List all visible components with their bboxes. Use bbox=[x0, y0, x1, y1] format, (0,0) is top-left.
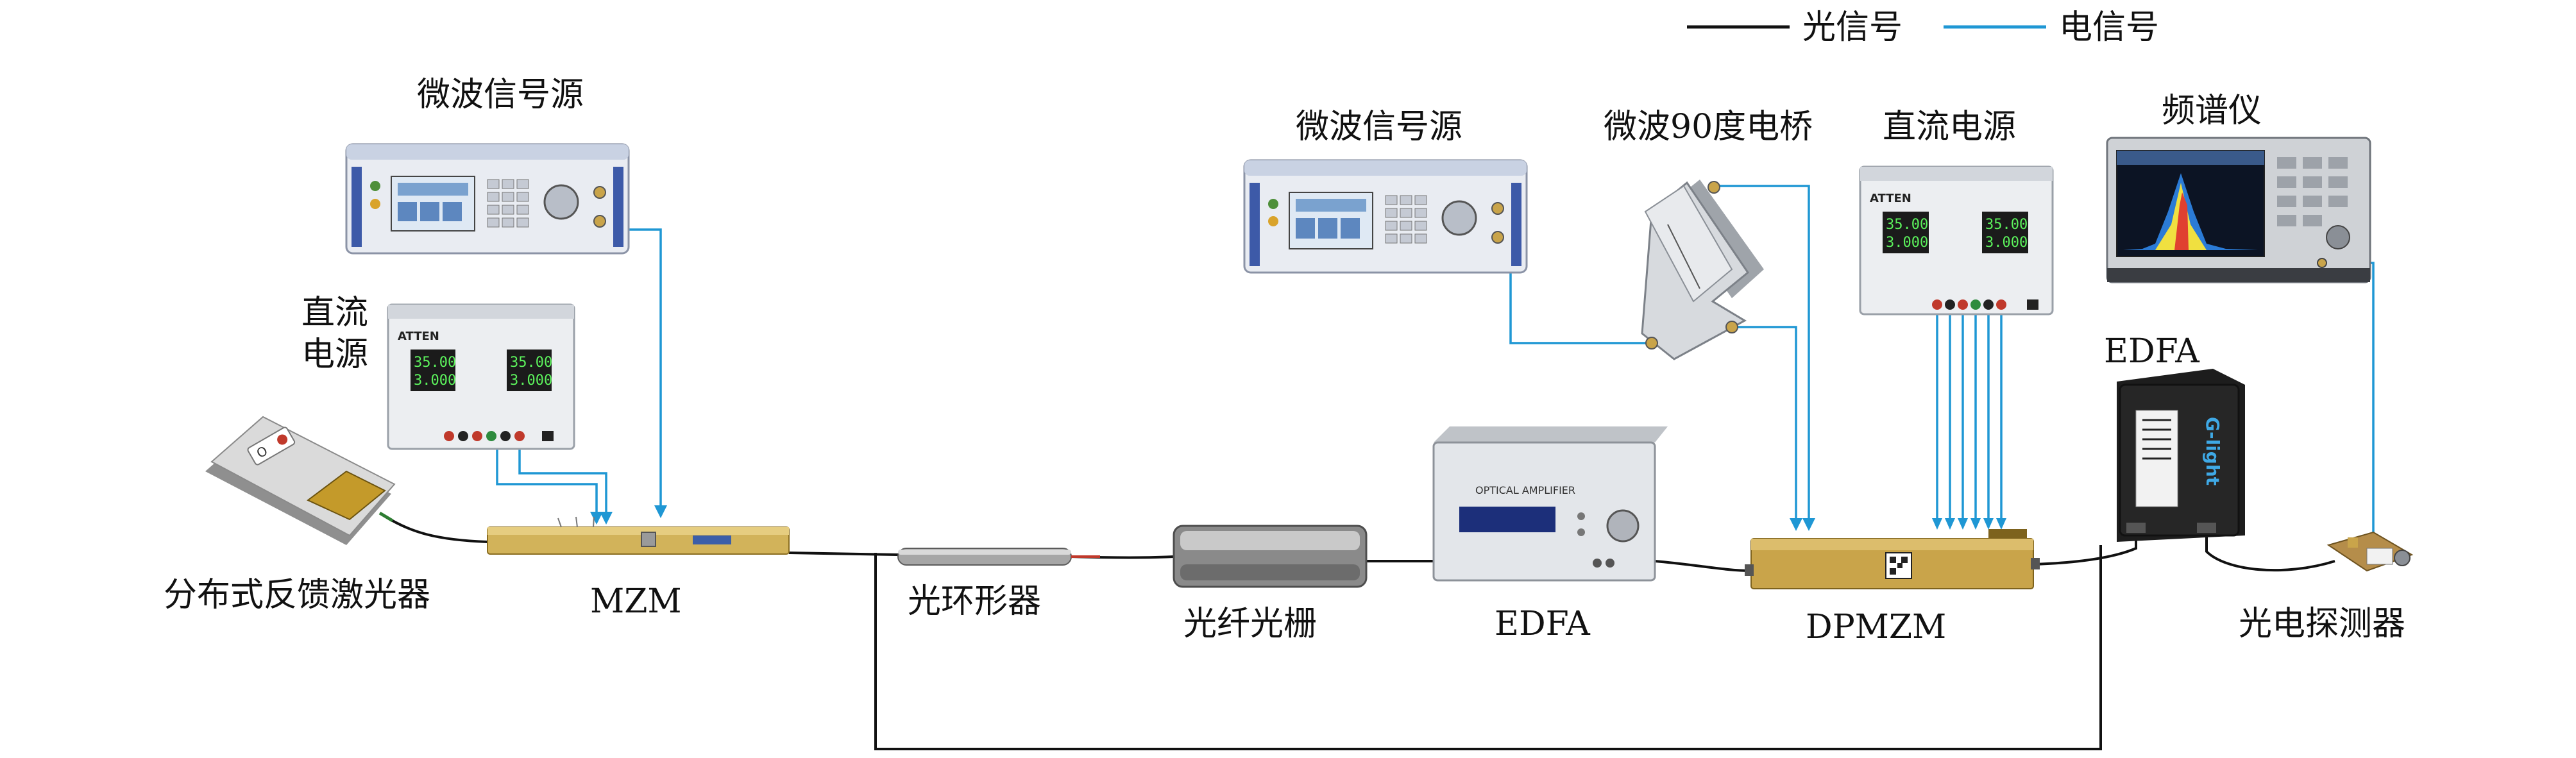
dc-left-reading-i2: 3.000 bbox=[510, 373, 552, 389]
mzm-label: MZM bbox=[590, 582, 682, 621]
dc-right-reading-v2: 35.00 bbox=[1985, 217, 2028, 233]
optical-circulator: 光环形器 bbox=[897, 548, 1100, 621]
edfa-center-label: EDFA bbox=[1495, 605, 1591, 643]
laser-label: 分布式反馈激光器 bbox=[164, 576, 430, 614]
dc-left-brand: ATTEN bbox=[398, 330, 439, 343]
arrow-dpmzm-dc-5 bbox=[1983, 518, 1994, 530]
optical-loopback bbox=[874, 545, 2102, 750]
dpmzm-label: DPMZM bbox=[1806, 608, 1946, 646]
elec-hybrid-to-dpmzm-b bbox=[1732, 326, 1797, 519]
dfb-laser: O 分布式反馈激光器 bbox=[164, 416, 430, 614]
arrow-dpmzm-dc-6 bbox=[1996, 518, 2006, 530]
legend-optical-label: 光信号 bbox=[1802, 8, 1902, 47]
circulator-label: 光环形器 bbox=[908, 582, 1041, 621]
dc-supply-left: 直流 电源 ATTEN 35.00 3.000 35.00 3.000 bbox=[301, 294, 575, 450]
dfb-laser-logo: O bbox=[247, 426, 296, 466]
dc-right-terminals bbox=[1932, 299, 2038, 310]
dc-right-reading-i2: 3.000 bbox=[1985, 235, 2028, 251]
edfa-right-label: EDFA bbox=[2104, 332, 2200, 371]
elec-source-to-mzm bbox=[619, 228, 662, 507]
dc-left-reading-v1: 35.00 bbox=[414, 355, 456, 371]
dc-supply-left-label-2: 电源 bbox=[301, 335, 368, 374]
keypad-left bbox=[487, 179, 529, 228]
arrow-dpmzm-rf-b bbox=[1790, 518, 1802, 531]
elec-detector-to-analyzer bbox=[2322, 262, 2375, 552]
elec-dc-to-mzm-a bbox=[496, 449, 598, 513]
arrow-dpmzm-dc-4 bbox=[1970, 518, 1981, 530]
edfa-right: EDFA G-light bbox=[2104, 332, 2245, 542]
arrow-dpmzm-dc-1 bbox=[1932, 518, 1942, 530]
dc-supply-left-label-1: 直流 bbox=[301, 294, 368, 332]
microwave-source-left: 微波信号源 bbox=[345, 76, 630, 255]
mzm: MZM bbox=[487, 516, 790, 621]
analyzer-label: 频谱仪 bbox=[2162, 92, 2262, 130]
arrow-mzm-dc-a bbox=[590, 512, 603, 525]
photodetector-label: 光电探测器 bbox=[2239, 605, 2405, 643]
microwave-source-right: 微波信号源 bbox=[1243, 108, 1528, 274]
dc-left-terminals bbox=[444, 431, 554, 441]
arrowheads bbox=[590, 505, 2006, 531]
dc-supply-right: 直流电源 ATTEN 35.00 3.000 35.00 3.000 bbox=[1859, 108, 2054, 316]
edfa-center: OPTICAL AMPLIFIER EDFA bbox=[1432, 426, 1668, 643]
optical-edfa-to-dpmzm bbox=[1654, 560, 1752, 572]
fiber-grating: 光纤光栅 bbox=[1173, 525, 1368, 643]
analyzer-keys bbox=[2277, 157, 2348, 226]
elec-source-to-hybrid bbox=[1509, 260, 1652, 344]
optical-dpmzm-to-edfa bbox=[2033, 532, 2137, 566]
legend: 光信号 电信号 bbox=[1687, 8, 2159, 47]
dc-right-reading-v1: 35.00 bbox=[1886, 217, 1928, 233]
arrow-dpmzm-dc-2 bbox=[1945, 518, 1955, 530]
dc-supply-right-label: 直流电源 bbox=[1883, 108, 2016, 146]
spectrum-analyzer: 频谱仪 bbox=[2106, 92, 2371, 283]
keypad-right bbox=[1385, 195, 1427, 244]
dc-right-brand: ATTEN bbox=[1870, 192, 1911, 205]
dc-left-reading-i1: 3.000 bbox=[414, 373, 456, 389]
elec-dc-to-mzm-b bbox=[518, 449, 607, 513]
optical-paths bbox=[384, 515, 2335, 750]
legend-electrical-label: 电信号 bbox=[2059, 8, 2159, 47]
grating-label: 光纤光栅 bbox=[1183, 605, 1317, 643]
glight-brand: G-light bbox=[2202, 417, 2223, 485]
arrow-dpmzm-dc-3 bbox=[1958, 518, 1968, 530]
photodetector: 光电探测器 bbox=[2239, 531, 2414, 643]
dc-left-reading-v2: 35.00 bbox=[510, 355, 552, 371]
elec-hybrid-to-dpmzm-a bbox=[1716, 185, 1810, 519]
optical-edfa-to-detector bbox=[2205, 532, 2335, 572]
arrow-mzm-dc-b bbox=[600, 512, 613, 525]
microwave-source-right-label: 微波信号源 bbox=[1296, 108, 1462, 146]
dpmzm: DPMZM bbox=[1745, 529, 2040, 646]
arrow-mzm-rf bbox=[654, 505, 667, 518]
microwave-hybrid: 微波90度电桥 bbox=[1604, 108, 1813, 360]
amplifier-panel-text: OPTICAL AMPLIFIER bbox=[1475, 484, 1575, 496]
arrow-dpmzm-rf-a bbox=[1802, 518, 1815, 531]
optical-mzm-to-circulator bbox=[788, 552, 899, 556]
dc-right-reading-i1: 3.000 bbox=[1886, 235, 1928, 251]
hybrid-label: 微波90度电桥 bbox=[1604, 108, 1813, 146]
microwave-source-left-label: 微波信号源 bbox=[417, 76, 584, 114]
optical-laser-to-mzm bbox=[384, 515, 488, 543]
